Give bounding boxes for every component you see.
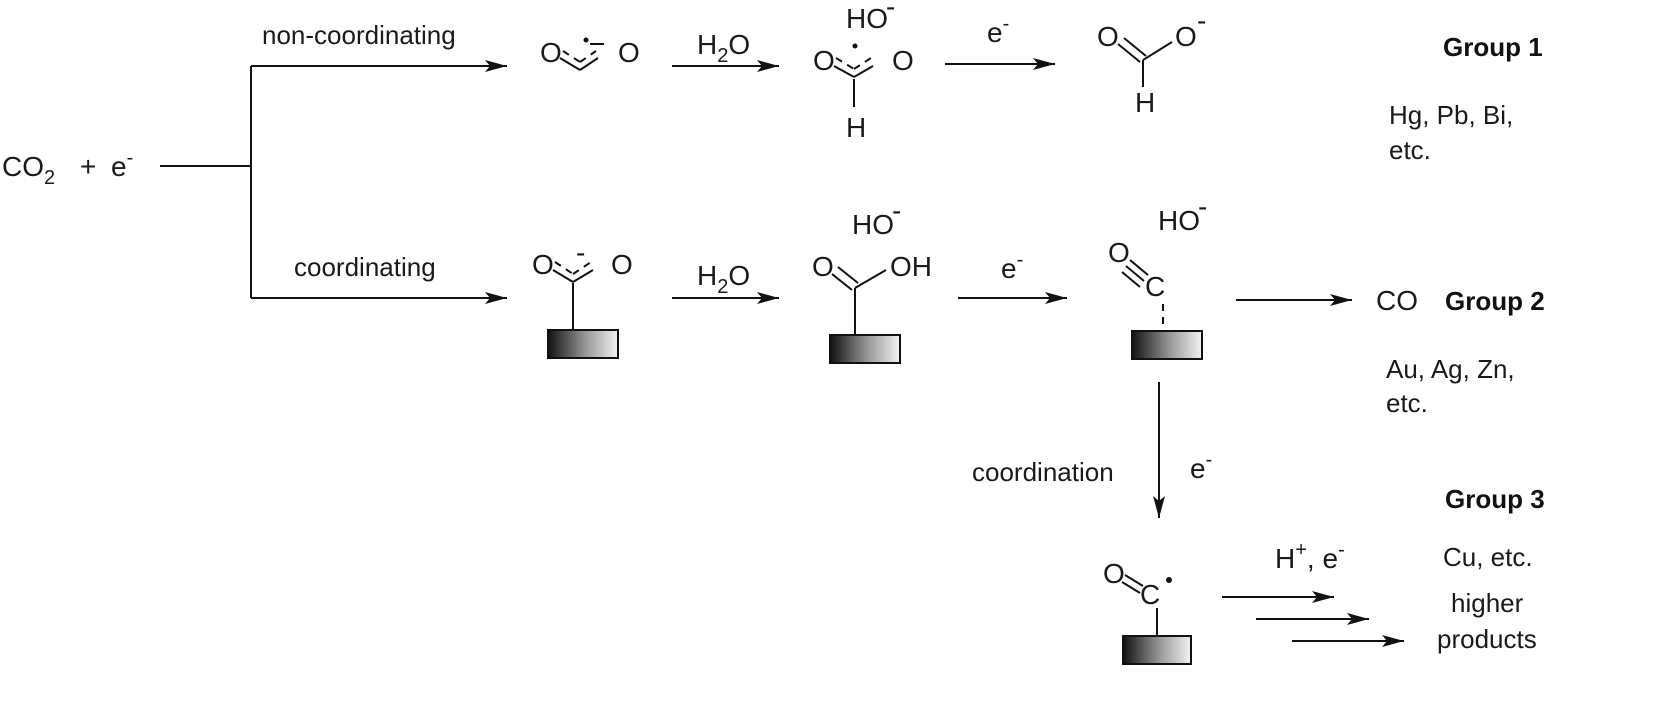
svg-text:O: O — [611, 249, 633, 280]
svg-text:-: - — [576, 237, 585, 268]
svg-text:O: O — [892, 45, 914, 76]
group1-etc: etc. — [1389, 135, 1431, 165]
svg-text:-: - — [1198, 191, 1207, 222]
svg-text:O: O — [1103, 558, 1125, 589]
svg-text:H: H — [846, 112, 866, 143]
adsorbed-carboxyl: HO - O OH — [812, 195, 932, 364]
svg-text:O: O — [813, 45, 835, 76]
reagent-water-row1: H2O — [697, 29, 750, 67]
plus-sign: + — [80, 151, 96, 182]
group2-metals: Au, Ag, Zn, — [1386, 354, 1515, 384]
higher-products-line2: products — [1437, 624, 1537, 654]
label-coordination: coordination — [972, 457, 1114, 487]
reagent-electron-vertical: e- — [1190, 449, 1212, 484]
formate-product: O O - H — [1097, 5, 1206, 118]
metal-surface — [1122, 635, 1192, 665]
svg-text:O: O — [532, 249, 554, 280]
svg-text:O: O — [1108, 237, 1130, 268]
co2-label: CO2 — [2, 151, 55, 189]
metal-surface — [547, 329, 619, 359]
adsorbed-co: HO - O C — [1108, 191, 1207, 360]
group2-title: Group 2 — [1445, 286, 1545, 316]
group3-title: Group 3 — [1445, 484, 1545, 514]
reagent-proton-electron: H+, e- — [1275, 539, 1345, 574]
product-co: CO — [1376, 285, 1418, 316]
svg-text:HO: HO — [852, 209, 894, 240]
co2-radical-anion-adsorbed: O O - — [532, 237, 633, 359]
metal-surface — [1131, 330, 1203, 360]
group1-metals: Hg, Pb, Bi, — [1389, 100, 1513, 130]
svg-text:O: O — [812, 251, 834, 282]
svg-text:O: O — [1097, 21, 1119, 52]
reagent-electron-row1: e- — [987, 13, 1009, 48]
label-non-coordinating: non-coordinating — [262, 20, 456, 50]
group2-etc: etc. — [1386, 388, 1428, 418]
svg-text:O: O — [1175, 21, 1197, 52]
svg-text:-: - — [892, 195, 901, 226]
svg-text:O: O — [540, 37, 562, 68]
svg-text:-: - — [886, 0, 895, 22]
svg-text:HO: HO — [846, 3, 888, 34]
group1-title: Group 1 — [1443, 32, 1543, 62]
adsorbed-co-radical: O C — [1103, 558, 1192, 665]
svg-text:H: H — [1135, 87, 1155, 118]
label-coordinating: coordinating — [294, 252, 436, 282]
reagent-water-row2: H2O — [697, 260, 750, 298]
start-electron: e- — [111, 147, 133, 182]
svg-text:HO: HO — [1158, 205, 1200, 236]
svg-text:C: C — [1145, 271, 1165, 302]
group3-metals: Cu, etc. — [1443, 542, 1533, 572]
metal-surface — [829, 334, 901, 364]
svg-text:O: O — [618, 37, 640, 68]
svg-text:OH: OH — [890, 251, 932, 282]
co2-radical-anion-free: O O — [540, 37, 640, 71]
svg-text:C: C — [1140, 579, 1160, 610]
higher-products-line1: higher — [1451, 588, 1524, 618]
reagent-electron-row2: e- — [1001, 249, 1023, 284]
hydrogenated-intermediate: HO - O O H — [813, 0, 914, 143]
svg-text:-: - — [1197, 5, 1206, 36]
